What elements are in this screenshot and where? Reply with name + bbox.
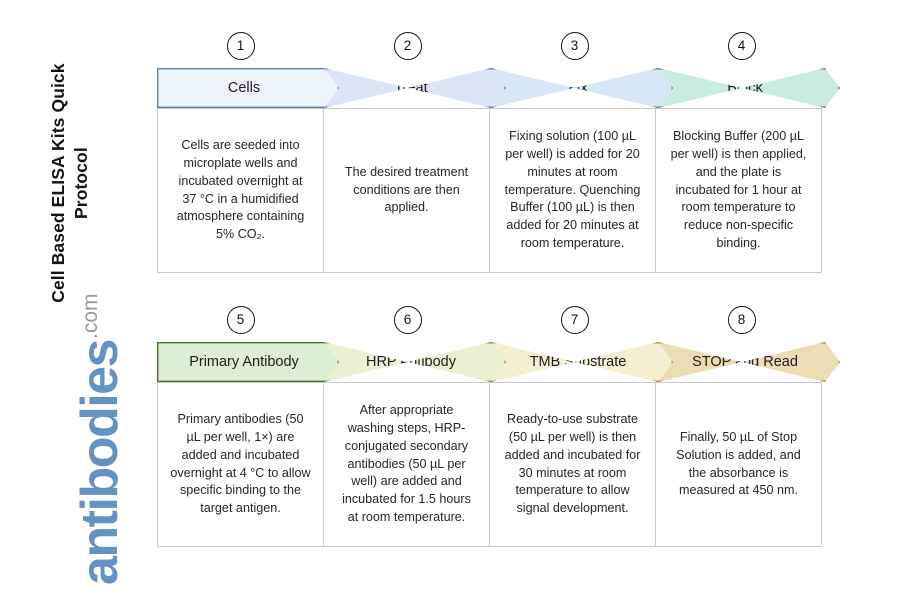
step-description-box: After appropriate washing steps, HRP-con… — [323, 382, 490, 547]
step-number-badges-row-2: 5 6 7 8 — [157, 306, 825, 342]
brand-logo-name: antibodies — [71, 339, 129, 585]
step-descriptions-row-1: Cells are seeded into microplate wells a… — [157, 108, 825, 273]
brand-logo: antibodies.com — [70, 293, 130, 585]
protocol-row-2: 5 6 7 8 Primary Antibody HRP Antibody TMB Sub… — [157, 306, 840, 547]
step-description-text: Blocking Buffer (200 µL per well) is the… — [670, 128, 807, 251]
step-chevron[interactable]: TMB Substrate — [491, 342, 673, 382]
step-chevron-label: Primary Antibody — [189, 354, 299, 370]
page-title: Cell Based ELISA Kits Quick Protocol — [47, 63, 91, 303]
protocol-row-1: 1 2 3 4 Cells Treat Fix Block Cells are seeded… — [157, 32, 840, 273]
step-chevron-label: Cells — [227, 80, 261, 96]
step-number-badge: 5 — [226, 306, 255, 334]
step-description-text: Finally, 50 µL of Stop Solution is added… — [676, 429, 801, 498]
step-number-badge: 3 — [560, 32, 589, 60]
step-description-box: Finally, 50 µL of Stop Solution is added… — [655, 382, 822, 547]
step-chevron[interactable]: STOP and Read — [658, 342, 840, 382]
step-description-text: Ready-to-use substrate (50 µL per well) … — [504, 411, 641, 516]
step-description-box: Cells are seeded into microplate wells a… — [157, 108, 324, 273]
step-chevron-label: Fix — [568, 80, 588, 96]
step-descriptions-row-2: Primary antibodies (50 µL per well, 1×) … — [157, 382, 825, 547]
step-description-box: Primary antibodies (50 µL per well, 1×) … — [157, 382, 324, 547]
step-description-box: Ready-to-use substrate (50 µL per well) … — [489, 382, 656, 547]
step-chevron-label: HRP Antibody — [365, 354, 456, 370]
step-chevron-label: Treat — [394, 80, 428, 96]
step-number-badge: 7 — [560, 306, 589, 334]
brand-logo-tld: .com — [79, 293, 102, 339]
step-chevrons-row-1: Cells Treat Fix Block — [157, 68, 840, 108]
step-chevron[interactable]: Primary Antibody — [157, 342, 339, 382]
step-chevron[interactable]: Fix — [491, 68, 673, 108]
step-chevron[interactable]: Treat — [324, 68, 506, 108]
step-description-box: Fixing solution (100 µL per well) is add… — [489, 108, 656, 273]
step-description-text: After appropriate washing steps, HRP-con… — [342, 402, 471, 525]
step-description-text: The desired treatment conditions are the… — [344, 164, 469, 215]
step-description-box: The desired treatment conditions are the… — [323, 108, 490, 273]
step-number-badge: 4 — [727, 32, 756, 60]
step-chevron-label: TMB Substrate — [529, 354, 627, 370]
step-number-badge: 2 — [393, 32, 422, 60]
step-chevron[interactable]: HRP Antibody — [324, 342, 506, 382]
step-chevrons-row-2: Primary Antibody HRP Antibody TMB Substrat… — [157, 342, 840, 382]
step-description-text: Cells are seeded into microplate wells a… — [176, 137, 305, 242]
step-number-badges-row-1: 1 2 3 4 — [157, 32, 825, 68]
step-number-badge: 1 — [226, 32, 255, 60]
step-description-box: Blocking Buffer (200 µL per well) is the… — [655, 108, 822, 273]
step-chevron-label: Block — [727, 80, 763, 96]
left-rail: Cell Based ELISA Kits Quick Protocol ant… — [0, 0, 150, 594]
step-chevron-label: STOP and Read — [692, 354, 798, 370]
step-chevron[interactable]: Cells — [157, 68, 339, 108]
step-description-text: Primary antibodies (50 µL per well, 1×) … — [170, 411, 311, 516]
step-number-badge: 6 — [393, 306, 422, 334]
step-description-text: Fixing solution (100 µL per well) is add… — [504, 128, 641, 251]
step-number-badge: 8 — [727, 306, 756, 334]
step-chevron[interactable]: Block — [658, 68, 840, 108]
